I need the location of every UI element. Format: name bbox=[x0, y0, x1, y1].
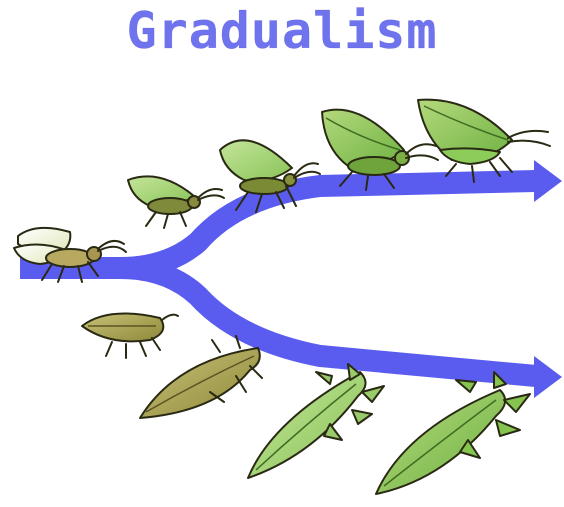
lower-branch bbox=[119, 257, 538, 387]
upper-insect-1 bbox=[127, 175, 225, 229]
upper-insect-4 bbox=[417, 98, 551, 183]
upper-insect-2 bbox=[219, 139, 321, 213]
ancestor-insect bbox=[13, 226, 127, 283]
lower-insect-2 bbox=[139, 335, 263, 419]
lower-arrowhead bbox=[534, 356, 562, 398]
lower-insect-3 bbox=[247, 363, 385, 479]
lower-insect-1 bbox=[81, 312, 179, 359]
upper-arrowhead bbox=[534, 160, 562, 202]
upper-insect-3 bbox=[321, 108, 439, 191]
branch-arrows bbox=[20, 160, 562, 398]
diagram-title: Gradualism bbox=[126, 2, 438, 61]
lower-insect-4 bbox=[375, 371, 531, 495]
